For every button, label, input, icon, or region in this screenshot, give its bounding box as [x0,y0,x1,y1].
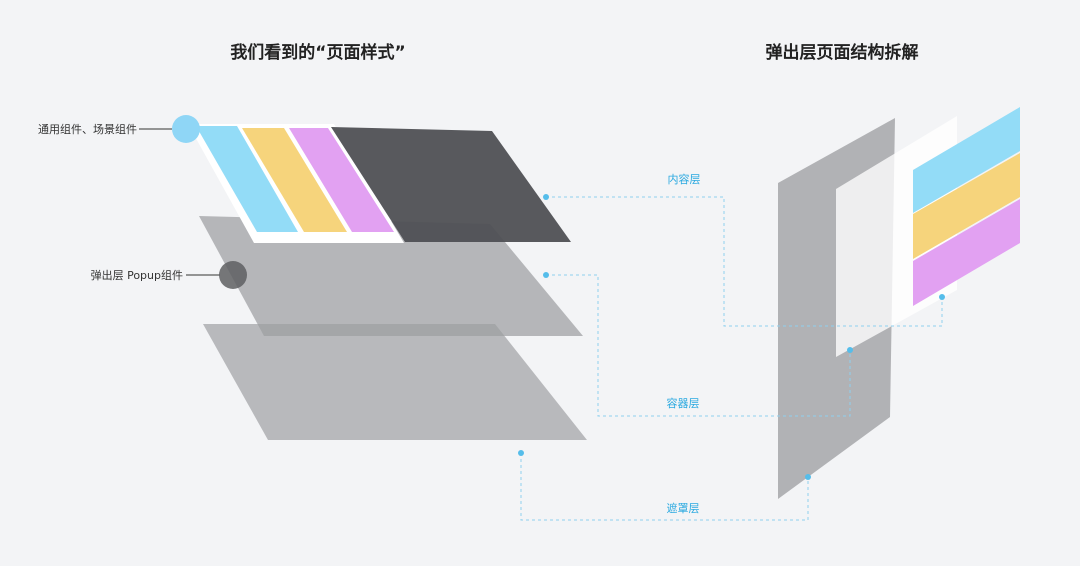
connector-mask: 遮罩层 [518,450,811,521]
yellow-strip [242,128,347,232]
container-layer-label: 容器层 [667,396,700,410]
callout-popup-marker [219,261,247,289]
left-title: 我们看到的“页面样式” [230,42,405,63]
connector-container: 容器层 [543,272,853,417]
dark-panel [331,127,571,242]
mask-layer-plane [203,324,587,440]
callout-components: 通用组件、场景组件 [38,115,200,143]
connector-mask-dot-start [518,450,524,456]
callout-components-marker [172,115,200,143]
connector-mask-dot-end [805,474,811,480]
left-stack [188,124,587,440]
connector-content-dot-end [939,294,945,300]
content-layer-label: 内容层 [668,172,701,186]
right-stack [778,107,1020,499]
connector-container-path [546,274,851,417]
container-layer-plane [199,216,583,336]
connector-content: 内容层 [543,172,945,327]
content-strip-yellow [913,153,1020,259]
mask-layer-label: 遮罩层 [667,501,700,515]
right-title: 弹出层页面结构拆解 [766,42,919,63]
connector-content-dot-start [543,194,549,200]
callout-popup-label: 弹出层 Popup组件 [91,268,183,282]
callout-popup: 弹出层 Popup组件 [91,261,247,289]
content-strip-purple [913,199,1020,306]
connector-container-dot-end [847,347,853,353]
content-strip-blue [913,107,1020,213]
purple-strip [289,128,394,232]
callout-components-label: 通用组件、场景组件 [38,122,137,136]
connector-content-path [546,196,943,327]
connector-mask-path [520,453,809,521]
blue-strip [196,126,298,232]
connector-container-dot-start [543,272,549,278]
